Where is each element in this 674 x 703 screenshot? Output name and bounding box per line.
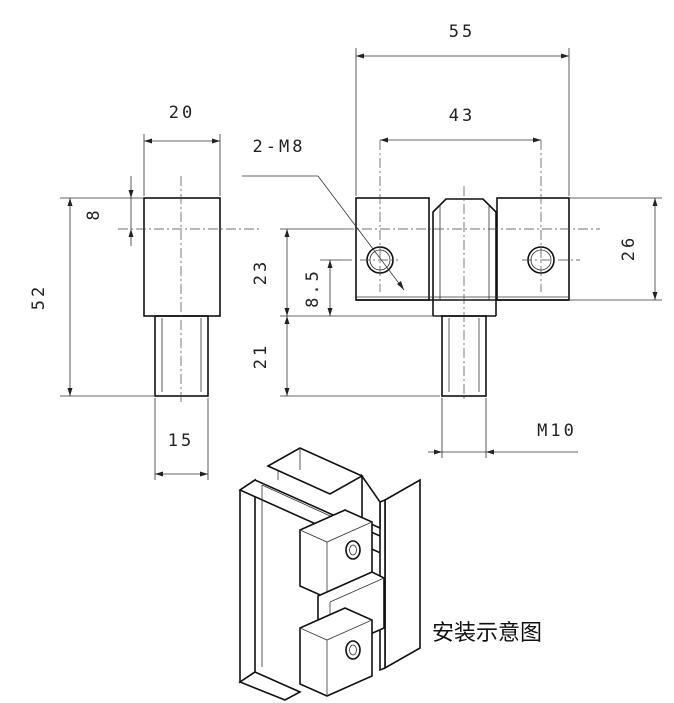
dimension-15: 15 [168,431,194,451]
dimension-8: 8 [84,207,104,220]
dimension-55: 55 [449,22,475,42]
side-view [60,134,262,480]
dimension-20: 20 [169,103,195,123]
dimension-2-m8: 2-M8 [253,137,306,157]
dimension-23: 23 [251,259,271,285]
installation-caption: 安装示意图 [432,621,542,646]
installation-illustration [238,447,421,701]
dimension-52: 52 [29,284,49,310]
dimension-26: 26 [619,235,639,261]
dimension-8-5: 8.5 [303,268,323,308]
dimension-m10: M10 [537,421,577,441]
front-view [242,48,662,458]
dimension-43: 43 [449,106,475,126]
dimension-21: 21 [251,343,271,369]
